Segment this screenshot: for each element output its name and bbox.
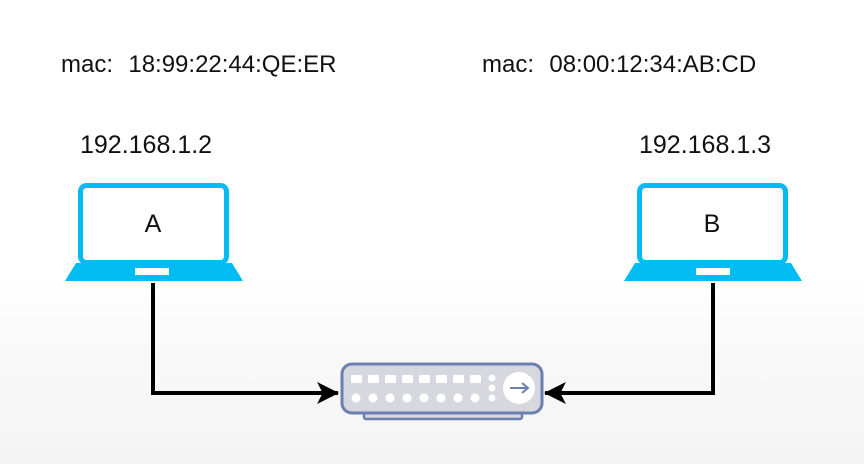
laptop-icon (624, 183, 802, 281)
laptop-label-a: A (145, 210, 162, 238)
mac-address-b: mac:08:00:12:34:AB:CD (482, 51, 757, 78)
laptop-a: A (65, 183, 243, 281)
mac-address-a: mac:18:99:22:44:QE:ER (61, 51, 337, 78)
connection-arrow-a (151, 283, 340, 404)
network-switch-icon (340, 362, 544, 421)
laptop-b: B (624, 183, 802, 281)
switch-ports (351, 375, 481, 383)
switch-leds (351, 374, 496, 403)
connection-arrow-b (543, 283, 715, 404)
ip-address-a: 192.168.1.2 (80, 131, 213, 159)
mac-value-b: 08:00:12:34:AB:CD (549, 51, 757, 78)
ip-address-b: 192.168.1.3 (639, 131, 772, 159)
laptop-icon (65, 183, 243, 281)
mac-prefix-b: mac (482, 51, 528, 78)
right-arrow-icon (510, 382, 530, 394)
laptop-label-b: B (704, 210, 721, 238)
mac-prefix-a: mac (61, 51, 107, 78)
mac-value-a: 18:99:22:44:QE:ER (128, 51, 337, 78)
